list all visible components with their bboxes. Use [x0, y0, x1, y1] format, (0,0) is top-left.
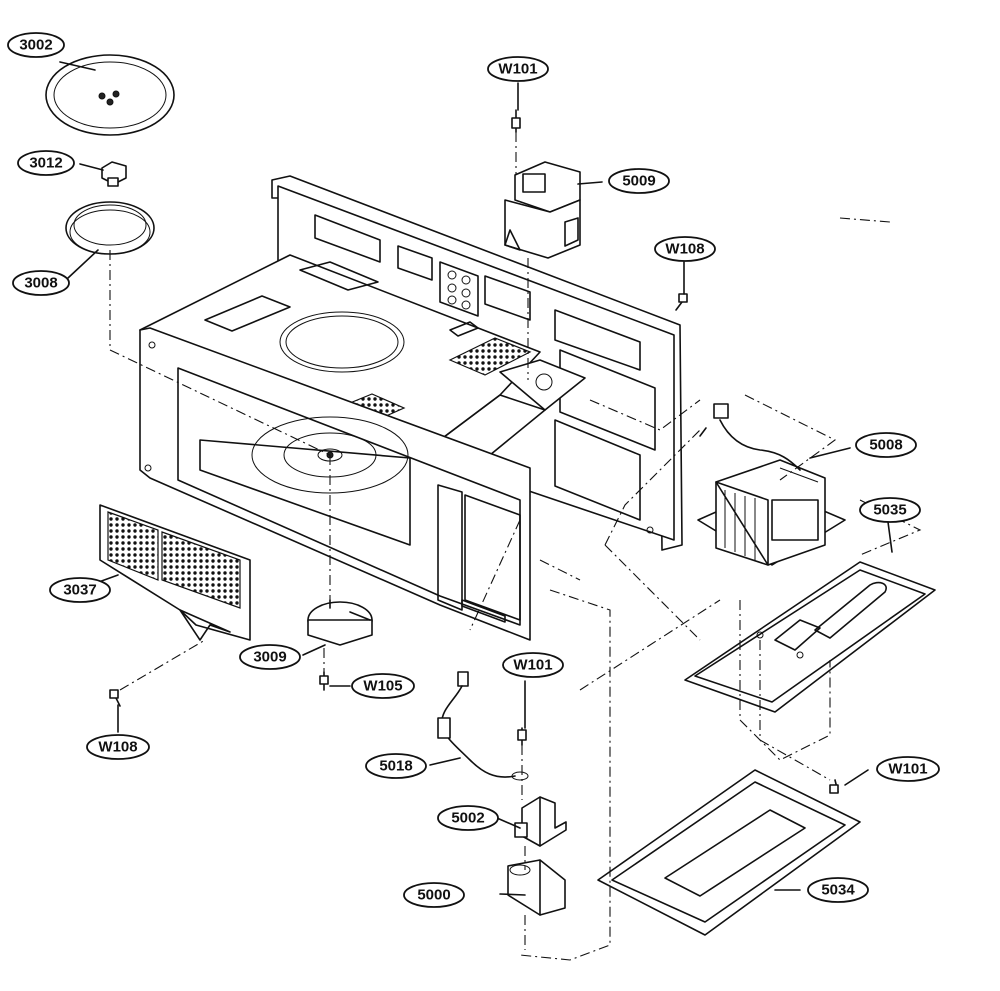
leader-lines — [59, 61, 893, 896]
bottom-cover — [597, 769, 861, 936]
svg-text:5009: 5009 — [622, 173, 655, 190]
thermostat-5000 — [507, 859, 566, 916]
screw-w105 — [319, 671, 329, 691]
transformer — [697, 403, 846, 566]
side-cover — [99, 504, 251, 641]
screw-w101-mid — [517, 727, 527, 746]
assembly-centerlines — [109, 132, 922, 961]
part-label-3037: 3037 — [49, 577, 111, 603]
svg-text:W105: W105 — [363, 678, 402, 695]
part-label-5018: 5018 — [365, 753, 427, 779]
svg-text:3009: 3009 — [253, 649, 286, 666]
svg-text:W101: W101 — [513, 657, 552, 674]
part-label-3008: 3008 — [12, 270, 70, 296]
screw-w108-right — [675, 293, 688, 311]
part-label-w101-top: W101 — [487, 56, 549, 82]
part-label-5002: 5002 — [437, 805, 499, 831]
part-label-w108-top: W108 — [654, 236, 716, 262]
magnetron — [504, 161, 581, 259]
part-label-5035: 5035 — [859, 497, 921, 523]
svg-text:3002: 3002 — [19, 37, 52, 54]
part-label-w105: W105 — [351, 673, 415, 699]
turntable-tray — [45, 54, 175, 136]
svg-text:5034: 5034 — [821, 882, 855, 899]
part-label-5000: 5000 — [403, 882, 465, 908]
svg-text:W108: W108 — [665, 241, 704, 258]
part-label-w101-mid: W101 — [502, 652, 564, 678]
svg-text:W101: W101 — [888, 761, 927, 778]
part-label-3012: 3012 — [17, 150, 75, 176]
svg-text:5035: 5035 — [873, 502, 906, 519]
part-label-w101-bottom: W101 — [876, 756, 940, 782]
svg-text:5000: 5000 — [417, 887, 450, 904]
part-label-5034: 5034 — [807, 877, 869, 903]
thermal-wire — [437, 671, 529, 781]
turntable-motor — [307, 599, 373, 646]
svg-text:3008: 3008 — [24, 275, 57, 292]
screw-w108-left — [109, 689, 121, 707]
svg-text:3012: 3012 — [29, 155, 62, 172]
svg-text:5008: 5008 — [869, 437, 902, 454]
base-plate — [684, 561, 936, 713]
bracket-5002 — [514, 796, 567, 847]
svg-text:W108: W108 — [98, 739, 137, 756]
part-label-w108-bottom: W108 — [86, 734, 150, 760]
svg-text:3037: 3037 — [63, 582, 96, 599]
svg-text:W101: W101 — [498, 61, 537, 78]
svg-text:5002: 5002 — [451, 810, 484, 827]
turntable-coupler — [101, 161, 127, 187]
part-label-3009: 3009 — [239, 644, 301, 670]
roller-ring — [65, 201, 155, 255]
screw-w101-bottom — [829, 779, 839, 794]
part-label-5009: 5009 — [608, 168, 670, 194]
svg-text:5018: 5018 — [379, 758, 412, 775]
cavity-assembly — [139, 175, 683, 641]
part-label-5008: 5008 — [855, 432, 917, 458]
screw-w101-top — [511, 109, 521, 133]
part-label-3002: 3002 — [7, 32, 65, 58]
